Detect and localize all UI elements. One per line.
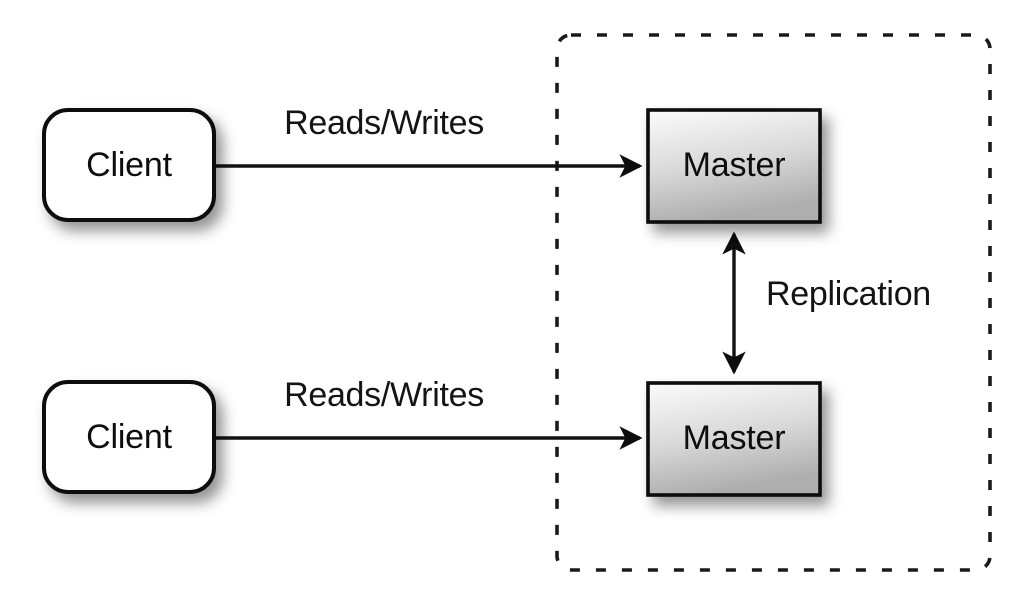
master-top-shape[interactable] — [646, 108, 822, 224]
node-label-master-bottom: Master — [683, 419, 786, 457]
cluster-boundary — [555, 33, 992, 572]
edge-master-replication: Replication — [722, 231, 931, 375]
node-client-top[interactable] — [42, 108, 216, 222]
client-bottom-shape[interactable] — [42, 380, 216, 494]
edge-label-reads-writes-bottom: Reads/Writes — [284, 376, 484, 414]
node-master-top[interactable] — [646, 108, 822, 224]
edge-label-replication: Replication — [766, 275, 931, 313]
edge-client-top-master-top: Reads/Writes — [214, 104, 643, 178]
node-master-bottom[interactable] — [646, 381, 822, 497]
edge-client-bottom-master-bottom: Reads/Writes — [214, 376, 643, 450]
node-label-master-top: Master — [683, 146, 786, 184]
node-label-client-top: Client — [86, 146, 172, 184]
node-label-client-bottom: Client — [86, 418, 172, 456]
edge-label-reads-writes-top: Reads/Writes — [284, 104, 484, 142]
client-top-shape[interactable] — [42, 108, 216, 222]
node-client-bottom[interactable] — [42, 380, 216, 494]
master-bottom-shape[interactable] — [646, 381, 822, 497]
